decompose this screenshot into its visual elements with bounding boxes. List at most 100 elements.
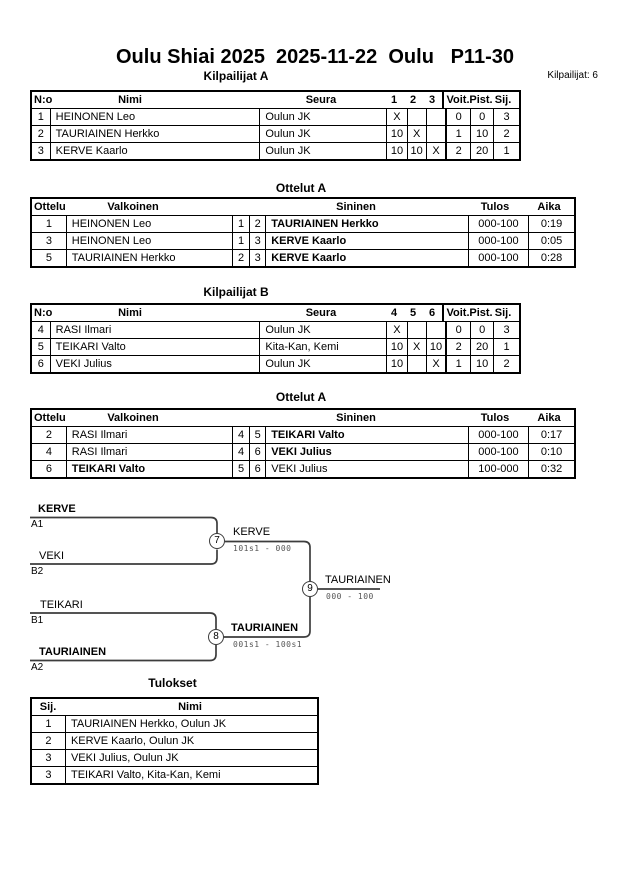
- cell-seura: Oulun JK: [259, 142, 388, 159]
- cell-score-3: X: [425, 142, 447, 159]
- cell-score-3: [425, 109, 447, 126]
- cell-seura: Oulun JK: [259, 109, 388, 126]
- cell-sij: 1: [493, 142, 519, 159]
- col-header-ottelu: Ottelu: [34, 412, 66, 424]
- section-title-ottelut-a2: Ottelut A: [275, 390, 327, 404]
- cell-aika: 0:19: [528, 216, 574, 233]
- cell-sij: 2: [493, 355, 519, 372]
- bracket-score-7: 101s1 - 000: [233, 544, 292, 553]
- cell-no: 2: [32, 125, 51, 143]
- section-title-tulokset: Tulokset: [148, 676, 197, 690]
- cell-aika: 0:05: [528, 232, 574, 250]
- cell-match-no: 2: [32, 427, 67, 444]
- cell-sij: 1: [493, 338, 519, 356]
- cell-sij: 3: [32, 766, 66, 783]
- cell-score-6: 10: [425, 338, 447, 356]
- cell-blue-no: 6: [249, 443, 267, 461]
- col-header-sij: Sij.: [494, 94, 512, 106]
- table-row: 2 KERVE Kaarlo, Oulun JK: [32, 732, 317, 750]
- col-header-sininen: Sininen: [336, 201, 376, 213]
- bracket-winner-name-9: TAURIAINEN: [325, 574, 391, 586]
- col-header-sininen: Sininen: [336, 412, 376, 424]
- cell-sij: 2: [493, 125, 519, 143]
- bracket-line-slot-a2: [30, 645, 217, 662]
- col-header-aika: Aika: [537, 201, 561, 213]
- kilpailijat-b-header-row: N:o Nimi Seura 4 5 6 Voit. Pist. Sij.: [32, 305, 519, 322]
- col-header-pist: Pist.: [469, 94, 493, 106]
- cell-nimi: VEKI Julius, Oulun JK: [64, 749, 317, 767]
- cell-no: 5: [32, 338, 51, 356]
- cell-aika: 0:32: [528, 460, 574, 477]
- col-header-nimi: Nimi: [118, 94, 142, 106]
- cell-no: 6: [32, 355, 51, 372]
- cell-seura: Oulun JK: [259, 125, 388, 143]
- cell-blue-no: 3: [249, 249, 267, 266]
- cell-match-no: 6: [32, 460, 67, 477]
- bracket-slot-name-b1: TEIKARI: [40, 599, 83, 611]
- col-header-tulos: Tulos: [480, 201, 510, 213]
- cell-nimi: HEINONEN Leo: [49, 109, 261, 126]
- cell-white: RASI Ilmari: [65, 427, 233, 444]
- page-title: Oulu Shiai 2025 2025-11-22 Oulu P11-30: [116, 46, 514, 68]
- bracket-line-winner-8: [224, 597, 311, 638]
- cell-score-4: X: [386, 322, 408, 339]
- cell-nimi: TAURIAINEN Herkko, Oulun JK: [64, 716, 317, 733]
- cell-voit: 1: [445, 125, 472, 143]
- col-header-seura: Seura: [305, 94, 337, 106]
- cell-score-6: X: [425, 355, 447, 372]
- bracket-slot-name-b2: VEKI: [39, 550, 65, 562]
- table-row: 6 VEKI Julius Oulun JK 10 X 1 10 2: [32, 355, 519, 372]
- bracket-lines: [30, 516, 380, 662]
- bracket-line-winner-7: [225, 540, 311, 581]
- section-title-ottelut-a1: Ottelut A: [275, 181, 327, 195]
- cell-aika: 0:28: [528, 249, 574, 266]
- kilpailijat-a-table: N:o Nimi Seura 1 2 3 Voit. Pist. Sij. 1 …: [30, 90, 521, 161]
- cell-tulos: 000-100: [467, 249, 530, 266]
- cell-white-no: 5: [231, 460, 251, 477]
- cell-seura: Kita-Kan, Kemi: [259, 338, 388, 356]
- bracket-winner-name-7: KERVE: [233, 526, 271, 538]
- cell-nimi: TEIKARI Valto: [49, 338, 261, 356]
- kilpailijat-b-table: N:o Nimi Seura 4 5 6 Voit. Pist. Sij. 4 …: [30, 303, 521, 374]
- cell-nimi: TAURIAINEN Herkko: [49, 125, 261, 143]
- cell-blue: TEIKARI Valto: [265, 427, 469, 444]
- cell-white-no: 4: [231, 427, 251, 444]
- bracket-score-9: 000 - 100: [326, 592, 374, 601]
- table-row: 5 TEIKARI Valto Kita-Kan, Kemi 10 X 10 2…: [32, 338, 519, 356]
- cell-score-2: [406, 109, 427, 126]
- cell-score-5: [406, 322, 427, 339]
- bracket-score-8: 001s1 - 100s1: [233, 640, 303, 649]
- bracket-slot-name-a1: KERVE: [38, 503, 76, 515]
- cell-white: TEIKARI Valto: [65, 460, 233, 477]
- cell-aika: 0:17: [528, 427, 574, 444]
- cell-score-1: 10: [386, 125, 408, 143]
- col-header-valkoinen: Valkoinen: [107, 412, 159, 424]
- table-row: 1 TAURIAINEN Herkko, Oulun JK: [32, 716, 317, 733]
- cell-score-2: 10: [406, 142, 427, 159]
- bracket-slot-code-b2: B2: [31, 566, 44, 577]
- cell-pist: 10: [470, 355, 495, 372]
- bracket-slot-code-b1: B1: [31, 615, 44, 626]
- cell-blue: VEKI Julius: [265, 443, 469, 461]
- cell-blue: VEKI Julius: [265, 460, 469, 477]
- table-row: 2 RASI Ilmari 4 5 TEIKARI Valto 000-100 …: [32, 427, 574, 444]
- cell-blue-no: 6: [249, 460, 267, 477]
- ottelut-a1-header-row: Ottelu Valkoinen Sininen Tulos Aika: [32, 199, 574, 216]
- cell-pist: 0: [470, 109, 495, 126]
- cell-nimi: RASI Ilmari: [49, 322, 261, 339]
- cell-blue-no: 3: [249, 232, 267, 250]
- cell-white-no: 1: [231, 232, 251, 250]
- cell-seura: Oulun JK: [259, 322, 388, 339]
- col-header-1: 1: [390, 94, 398, 106]
- bracket-line-slot-b1: [30, 612, 217, 629]
- table-row: 3 TEIKARI Valto, Kita-Kan, Kemi: [32, 766, 317, 783]
- col-header-ottelu: Ottelu: [34, 201, 66, 213]
- cell-voit: 2: [445, 142, 472, 159]
- col-header-aika: Aika: [537, 412, 561, 424]
- cell-tulos: 000-100: [467, 427, 530, 444]
- cell-score-2: X: [406, 125, 427, 143]
- cell-tulos: 100-000: [467, 460, 530, 477]
- bracket-winner-name-8: TAURIAINEN: [231, 622, 299, 634]
- table-row: 3 HEINONEN Leo 1 3 KERVE Kaarlo 000-100 …: [32, 232, 574, 250]
